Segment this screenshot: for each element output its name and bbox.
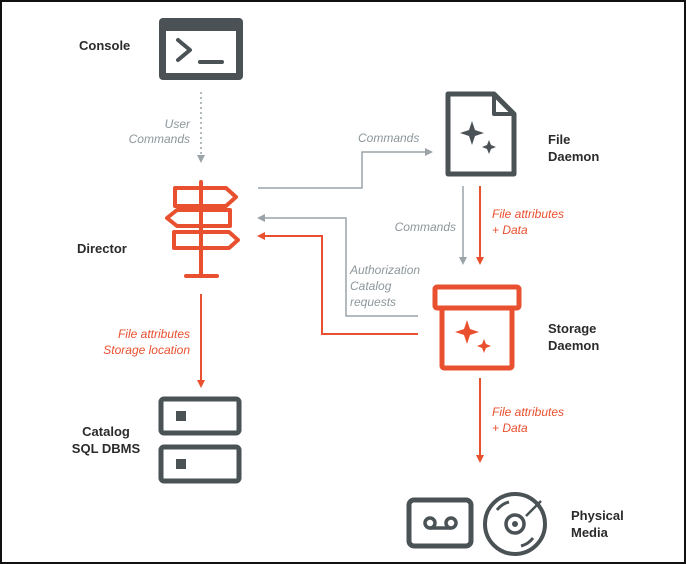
tape-cassette-icon xyxy=(406,497,474,549)
director-to-file-daemon-arrow xyxy=(258,148,433,189)
console-label: Console xyxy=(79,38,130,53)
storage-daemon-label-line1: Storage xyxy=(548,321,596,336)
storage-sparkle-icon xyxy=(455,320,491,353)
physical-media-label-line1: Physical xyxy=(571,508,624,523)
director-commands-label: Commands xyxy=(358,131,419,145)
file-daemon-commands-label: Commands xyxy=(395,220,456,234)
media-edge-label-line1: File attributes xyxy=(492,405,564,419)
server-stack-icon xyxy=(158,396,242,484)
storage-daemon-label-line2: Daemon xyxy=(548,338,599,353)
media-edge-label-line2: + Data xyxy=(492,421,528,435)
storage-authorization-arrow xyxy=(257,214,418,317)
storage-to-director-arrow xyxy=(257,232,418,335)
storage-box-icon xyxy=(432,284,522,371)
director-label: Director xyxy=(77,241,127,256)
optical-disc-icon xyxy=(483,492,547,556)
file-daemon-data-label-line1: File attributes xyxy=(492,207,564,221)
user-commands-label-line1: User xyxy=(165,117,191,131)
physical-media-label-line2: Media xyxy=(571,525,609,540)
document-sparkle-icon xyxy=(445,91,517,177)
catalog-label-line1: Catalog xyxy=(82,424,130,439)
catalog-edge-label-line1: File attributes xyxy=(118,327,190,341)
file-daemon-label-line2: Daemon xyxy=(548,149,599,164)
authorization-label-line3: requests xyxy=(350,295,396,309)
catalog-edge-label-line2: Storage location xyxy=(103,343,190,357)
file-daemon-label-line1: File xyxy=(548,132,570,147)
signpost-icon xyxy=(165,180,240,278)
user-commands-label-line2: Commands xyxy=(129,132,190,146)
catalog-label-line2: SQL DBMS xyxy=(72,441,141,456)
authorization-label-line1: Authorization xyxy=(349,263,420,277)
terminal-icon xyxy=(159,18,243,80)
file-daemon-data-label-line2: + Data xyxy=(492,223,528,237)
authorization-label-line2: Catalog xyxy=(350,279,392,293)
